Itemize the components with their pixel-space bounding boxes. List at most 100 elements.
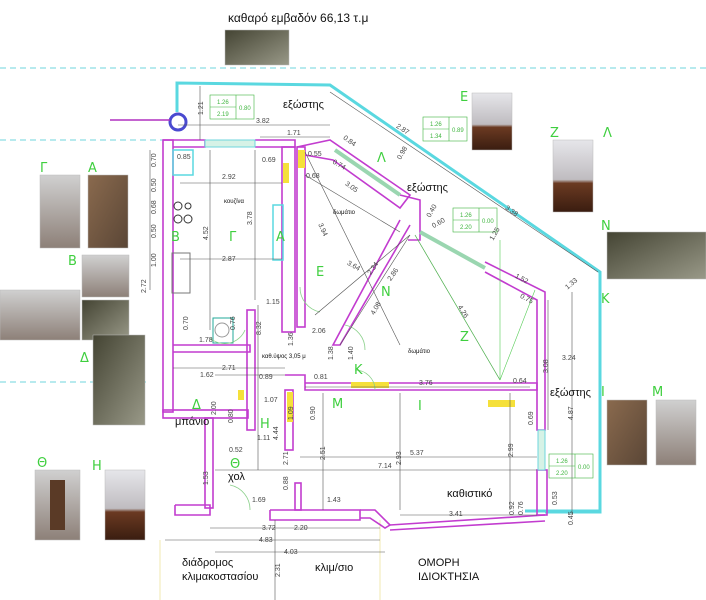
dimension-label: 4.87 <box>568 406 575 420</box>
dimension-label: 2.06 <box>312 328 326 335</box>
room-label-living-room: καθιστικό <box>447 488 492 500</box>
dimension-label: 0.68 <box>151 200 158 214</box>
dimension-label: 0.75 <box>519 293 534 306</box>
room-label-kitchen: κουζίνα <box>224 199 245 205</box>
walls <box>162 139 548 531</box>
photo-kitchen-wide <box>0 289 81 341</box>
window-spec-table: 1.26 2.20 0.00 <box>452 207 498 233</box>
dimension-label: 2.99 <box>508 443 515 457</box>
closets <box>238 150 515 422</box>
dimension-label: 0.76 <box>518 501 525 515</box>
window-spec-value: 1.26 <box>556 459 568 465</box>
dimension-label: 0.50 <box>151 178 158 192</box>
photo-beta <box>81 254 130 298</box>
dimension-label: 0.74 <box>331 159 346 172</box>
dimension-label: 2.71 <box>283 451 290 465</box>
window-spec-value: 0.80 <box>239 106 251 112</box>
photo-marker: Α <box>276 230 285 245</box>
photo-iota <box>606 399 648 466</box>
photo-marker: Θ <box>230 457 240 472</box>
dimension-label: 2.92 <box>222 174 236 181</box>
photo-marker: Λ <box>377 151 386 166</box>
room-label-bedroom: δωμάτιο <box>408 348 431 355</box>
dimension-label: 2.87 <box>395 123 410 136</box>
dimension-label: 1.78 <box>199 337 213 344</box>
photo-marker: Κ <box>354 363 363 378</box>
photo-kitchen <box>81 299 130 341</box>
photo-marker: Γ <box>229 230 237 245</box>
dimension-label: 7.14 <box>378 463 392 470</box>
photo-markers: Β Γ Α Ε Λ Ν Κ Ζ Μ Ι Δ Η Θ <box>171 151 469 472</box>
window-spec-table: 1.26 2.19 0.80 <box>209 94 255 120</box>
photo-sight-lines <box>414 234 536 381</box>
dimension-label: 2.72 <box>141 279 148 293</box>
photo-marker: Β <box>171 230 180 245</box>
dimension-label: 1.71 <box>287 130 301 137</box>
dimension-label: 0.84 <box>342 135 357 149</box>
photo-theta-door <box>50 480 65 530</box>
dimension-label: 0.80 <box>228 409 235 423</box>
photo-labels: Γ Α Β Δ Θ Η Ε Ζ Λ Ν Κ Ι Μ <box>37 90 663 474</box>
dimension-label: 0.50 <box>151 224 158 238</box>
dimension-label: 1.38 <box>328 346 335 360</box>
dimension-label: 1.69 <box>252 497 266 504</box>
window-spec-value: 2.20 <box>460 225 472 231</box>
dimension-label: 4.52 <box>203 226 210 240</box>
photo-alpha <box>87 174 129 249</box>
dimension-label: 3.05 <box>344 181 359 195</box>
dimension-label: 4.44 <box>273 426 280 440</box>
window-spec-table: 1.26 2.20 0.00 <box>548 453 594 479</box>
dimension-label: 0.68 <box>306 173 320 180</box>
kitchen-fixtures <box>171 149 284 344</box>
dimension-label: 4.08 <box>370 301 383 316</box>
window-spec-value: 1.26 <box>460 213 472 219</box>
photo-label: Ζ <box>550 126 559 141</box>
window-spec-value: 0.89 <box>452 128 464 134</box>
drain-icon <box>168 112 188 132</box>
dimension-label: 0.70 <box>183 316 190 330</box>
dimension-label: 2.31 <box>275 563 282 577</box>
photo-label: Λ <box>603 126 612 141</box>
dimension-label: 8.32 <box>256 321 263 335</box>
neighbor-label: ΟΜΟΡΗ <box>418 557 460 569</box>
dimension-label: 3.78 <box>247 211 254 225</box>
window-spec-value: 1.26 <box>217 100 229 106</box>
dimension-label: 0.60 <box>431 217 446 230</box>
photo-delta <box>92 334 146 426</box>
dimension-label: 0.88 <box>283 476 290 490</box>
dimension-label: 3.76 <box>419 380 433 387</box>
photo-marker: Η <box>260 417 270 432</box>
corridor-label: διάδρομος <box>182 557 233 569</box>
corridor-label: κλιμακοστασίου <box>182 571 258 583</box>
dimension-label: 3.08 <box>543 359 550 373</box>
room-label-bedroom: δωμάτιο <box>333 209 356 216</box>
window-spec-value: 0.00 <box>482 219 494 225</box>
room-label-balcony: εξώστης <box>550 387 591 399</box>
dimension-label: 2.00 <box>211 401 218 415</box>
dimension-label: 0.85 <box>177 154 191 161</box>
dimension-label: 0.64 <box>513 378 527 385</box>
dimension-label: 0.70 <box>151 153 158 167</box>
dimension-label: 0.52 <box>229 447 243 454</box>
dimension-labels: 1.21 3.82 1.71 0.84 2.87 0.85 0.69 0.55 … <box>141 101 579 577</box>
photo-label: Α <box>88 161 97 176</box>
photo-label: Γ <box>40 161 48 176</box>
photo-mu <box>655 399 697 466</box>
window-spec-value: 0.00 <box>578 465 590 471</box>
photo-label: Κ <box>601 292 610 307</box>
photo-label: Δ <box>80 351 89 366</box>
dimension-label: 1.15 <box>266 299 280 306</box>
photo-marker: Ζ <box>460 330 469 345</box>
window-spec-value: 2.20 <box>556 471 568 477</box>
dimension-label: 1.53 <box>203 471 210 485</box>
dimension-label: 1.07 <box>264 397 278 404</box>
dimension-label: 1.36 <box>288 332 295 346</box>
photo-label: Ε <box>460 90 468 105</box>
dimension-label: 3.41 <box>449 511 463 518</box>
photo-thumbnails <box>0 29 706 541</box>
window-spec-value: 2.19 <box>217 112 229 118</box>
photo-label: Μ <box>652 385 663 400</box>
dimension-label: 4.03 <box>284 549 298 556</box>
dimension-label: 2.86 <box>387 267 401 282</box>
